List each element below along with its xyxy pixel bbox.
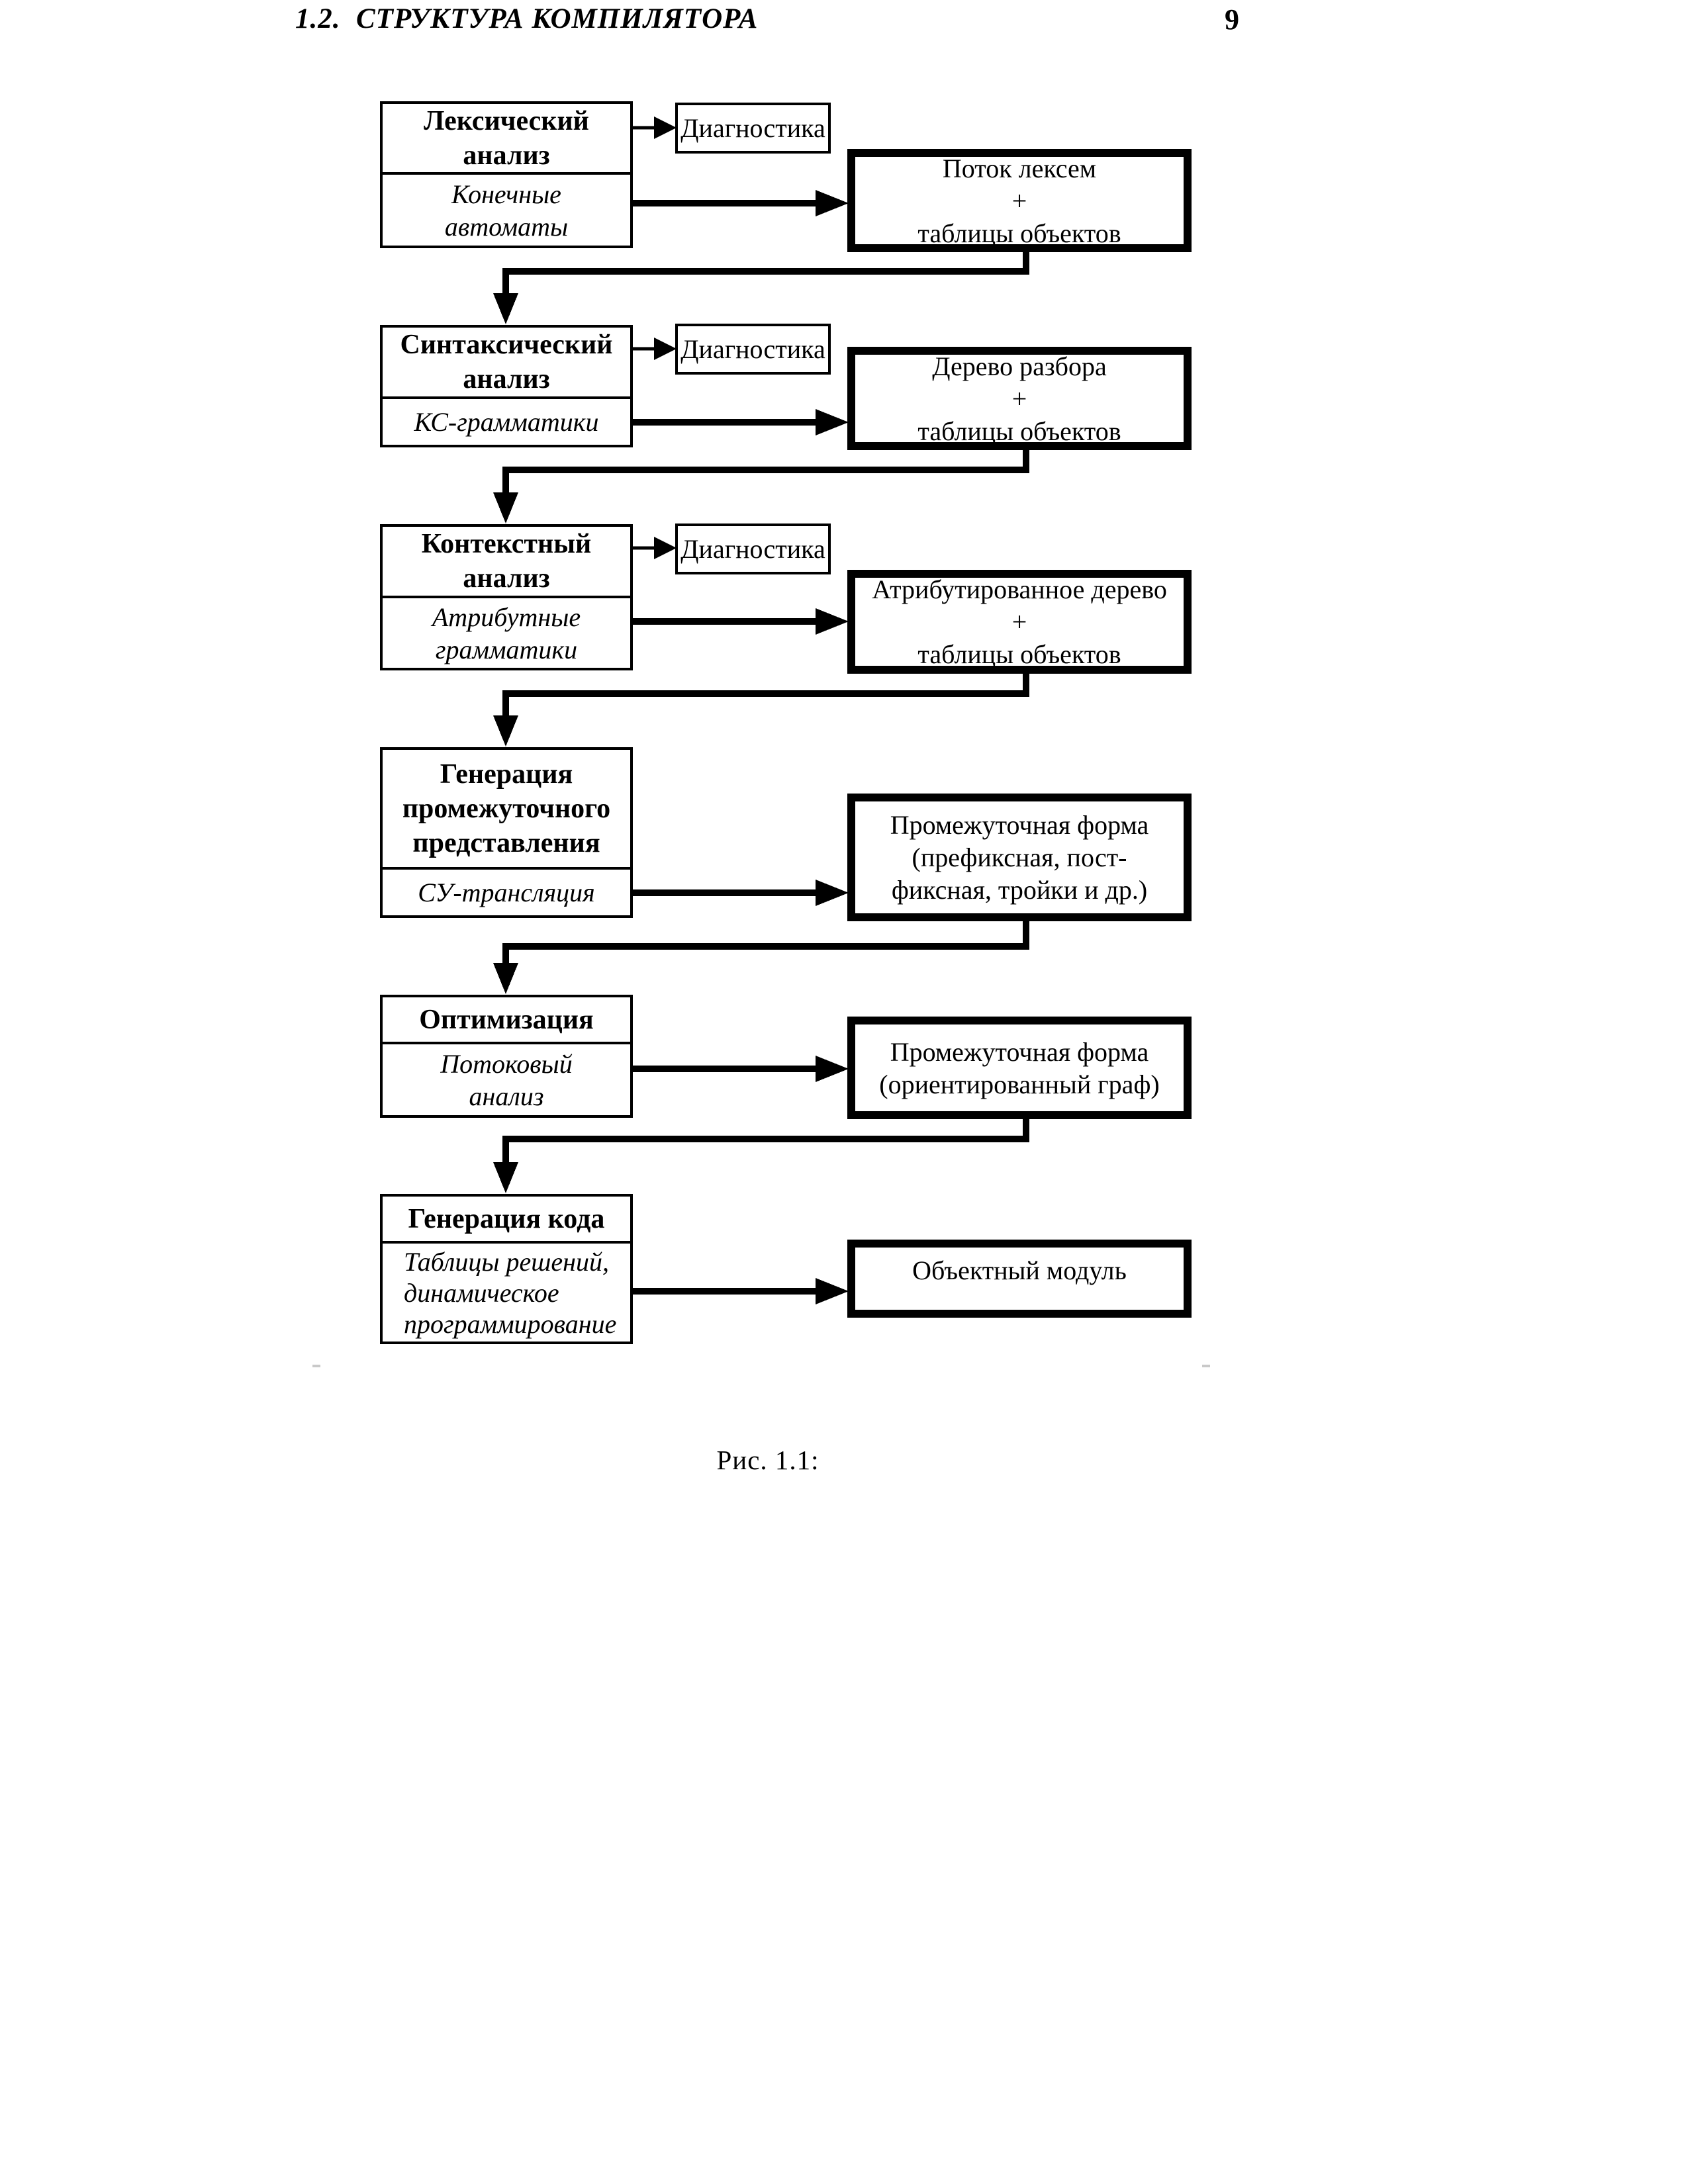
stage-box-optimization: Оптимизация Потоковый анализ [380,995,633,1118]
stage-box-lexical-analysis: Лексический анализ Конечные автоматы [380,101,633,248]
diagnostics-box-lexical: Диагностика [675,103,831,154]
output-box-object-module: Объектный модуль [847,1240,1192,1318]
arrow-stage6-to-output [632,1278,849,1304]
corner-tick [312,1365,320,1367]
section-header: 1.2. СТРУКТУРА КОМПИЛЯТОРА [295,3,759,34]
arrow-to-diagnostics-1 [632,116,677,139]
figure-caption: Рис. 1.1: [716,1445,820,1475]
stage-method: Атрибутные грамматики [432,602,581,664]
connector-output4-to-stage5 [493,921,1029,994]
stage-method: Таблицы решений, динамическое программир… [404,1246,617,1339]
page-number: 9 [1225,3,1239,36]
stage-method: Потоковый анализ [440,1048,573,1111]
arrow-stage2-to-output [632,409,849,435]
output-box-intermediate-graph: Промежуточная форма (ориентированный гра… [847,1017,1192,1119]
stage-title: Генерация кода [383,1197,630,1244]
connector-output2-to-stage3 [493,449,1029,523]
arrow-to-diagnostics-3 [632,537,677,559]
arrow-stage1-to-output [632,190,849,216]
connector-output5-to-stage6 [493,1118,1029,1193]
corner-tick [1202,1365,1210,1367]
stage-box-context-analysis: Контекстный анализ Атрибутные грамматики [380,524,633,670]
output-box-intermediate-form: Промежуточная форма (префиксная, пост- ф… [847,794,1192,921]
output-box-token-stream: Поток лексем + таблицы объектов [847,149,1192,252]
diagnostics-box-context: Диагностика [675,523,831,574]
stage-title: Оптимизация [383,997,630,1044]
diagnostics-box-syntax: Диагностика [675,324,831,375]
stage-box-intermediate-generation: Генерация промежуточного представления С… [380,747,633,918]
stage-box-syntax-analysis: Синтаксический анализ КС-грамматики [380,325,633,447]
arrow-stage5-to-output [632,1056,849,1082]
arrow-stage3-to-output [632,608,849,635]
stage-title: Контекстный анализ [383,527,630,598]
stage-box-code-generation: Генерация кода Таблицы решений, динамиче… [380,1194,633,1344]
stage-method: КС-грамматики [414,407,599,437]
connector-output3-to-stage4 [493,673,1029,747]
stage-title: Генерация промежуточного представления [383,750,630,870]
stage-method: Конечные автоматы [444,179,569,242]
stage-title: Лексический анализ [383,104,630,175]
connector-output1-to-stage2 [493,251,1029,324]
stage-title: Синтаксический анализ [383,328,630,399]
stage-method: СУ-трансляция [418,878,595,907]
arrow-stage4-to-output [632,880,849,906]
arrow-to-diagnostics-2 [632,338,677,360]
output-box-attributed-tree: Атрибутированное дерево + таблицы объект… [847,570,1192,674]
output-box-parse-tree: Дерево разбора + таблицы объектов [847,347,1192,450]
